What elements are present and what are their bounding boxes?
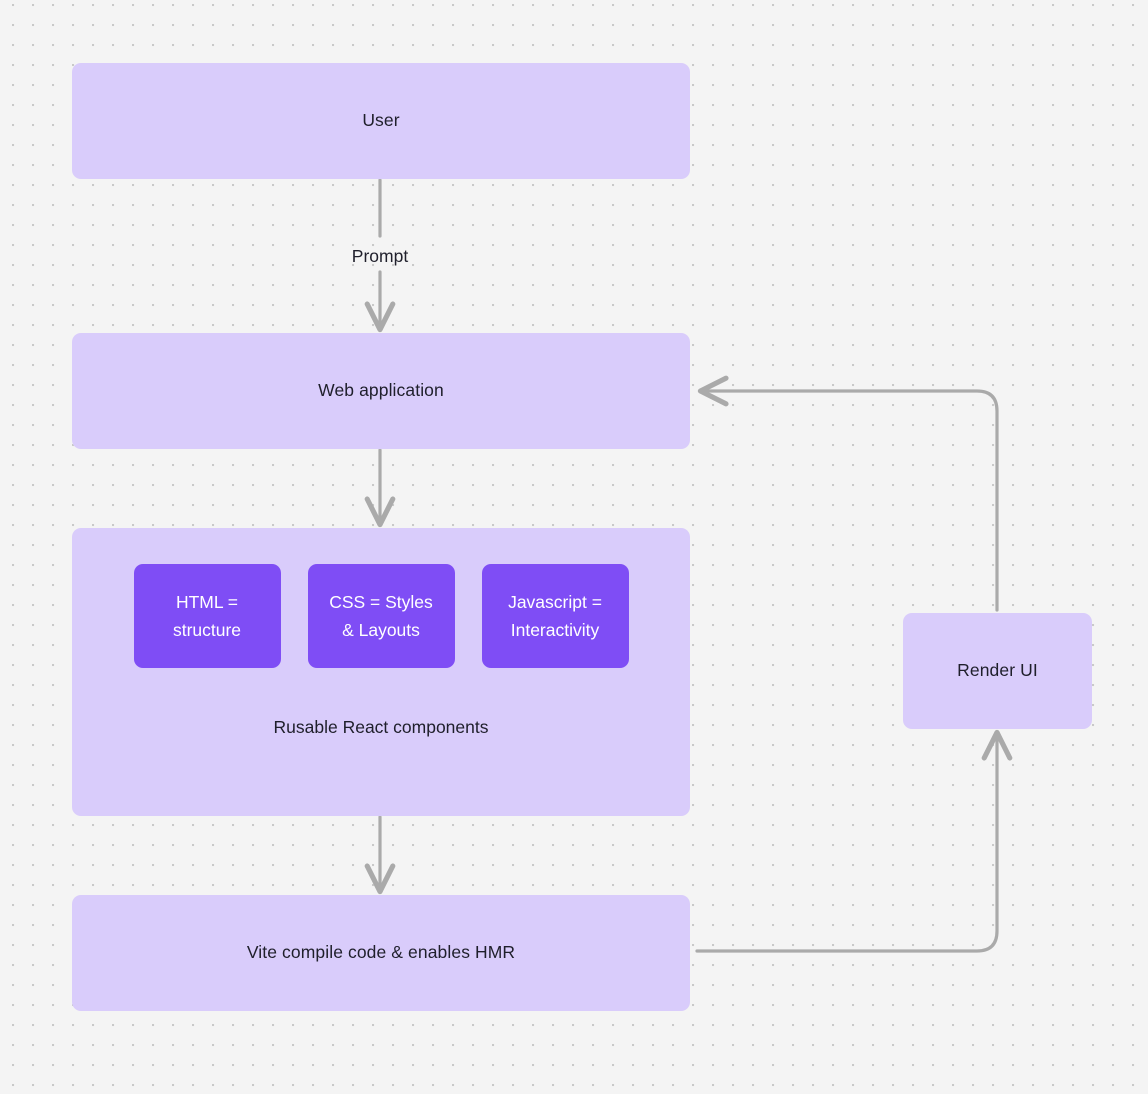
node-web-application[interactable]: Web application — [72, 333, 690, 449]
node-react-components-caption: Rusable React components — [273, 717, 489, 737]
edge-render-to-webapp — [697, 375, 999, 612]
edge-vite-to-render — [695, 729, 1013, 953]
node-render-ui[interactable]: Render UI — [903, 613, 1092, 729]
node-user[interactable]: User — [72, 63, 690, 179]
node-user-label: User — [362, 110, 400, 131]
chip-javascript[interactable]: Javascript = Interactivity — [481, 564, 629, 668]
node-render-ui-label: Render UI — [957, 660, 1038, 681]
edge-label-prompt: Prompt — [351, 246, 409, 266]
node-vite-label: Vite compile code & enables HMR — [246, 942, 516, 963]
chip-javascript-line1: Javascript = — [508, 592, 602, 612]
chip-css-line2: & Layouts — [342, 620, 420, 640]
node-react-components[interactable]: HTML = structure CSS = Styles & Layouts … — [72, 528, 690, 816]
chip-javascript-label: Javascript = Interactivity — [508, 588, 602, 644]
chip-css-label: CSS = Styles & Layouts — [329, 588, 433, 644]
node-web-application-label: Web application — [318, 380, 444, 401]
chip-javascript-line2: Interactivity — [510, 620, 600, 640]
chip-html-line1: HTML = — [175, 592, 239, 612]
chip-css[interactable]: CSS = Styles & Layouts — [307, 564, 455, 668]
node-vite[interactable]: Vite compile code & enables HMR — [72, 895, 690, 1011]
chip-css-line1: CSS = Styles — [329, 592, 433, 612]
chip-html[interactable]: HTML = structure — [133, 564, 281, 668]
react-chip-row: HTML = structure CSS = Styles & Layouts … — [72, 564, 690, 668]
chip-html-label: HTML = structure — [173, 588, 241, 644]
chip-html-line2: structure — [172, 620, 242, 640]
